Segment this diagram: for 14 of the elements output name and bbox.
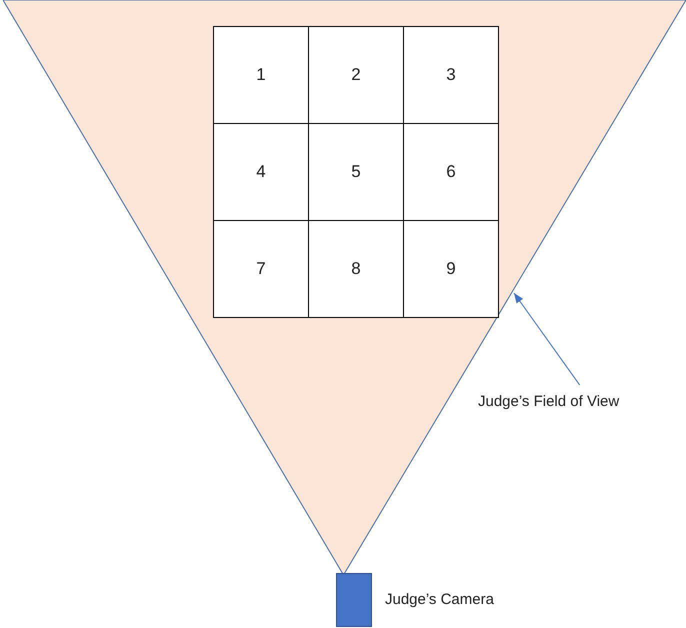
camera-label: Judge’s Camera	[385, 591, 494, 608]
field-of-view-label: Judge’s Field of View	[478, 393, 620, 410]
leader-line	[513, 292, 580, 386]
grid-cell: 6	[403, 123, 499, 221]
grid-cell: 1	[213, 26, 309, 124]
grid-cell: 3	[403, 26, 499, 124]
grid-cell: 9	[403, 220, 499, 318]
grid-cell: 8	[308, 220, 404, 318]
grid-cell: 2	[308, 26, 404, 124]
grid-cell: 7	[213, 220, 309, 318]
grid-cell: 5	[308, 123, 404, 221]
camera-block	[336, 573, 372, 627]
field-of-view-triangle	[3, 0, 686, 575]
grid-cell: 4	[213, 123, 309, 221]
